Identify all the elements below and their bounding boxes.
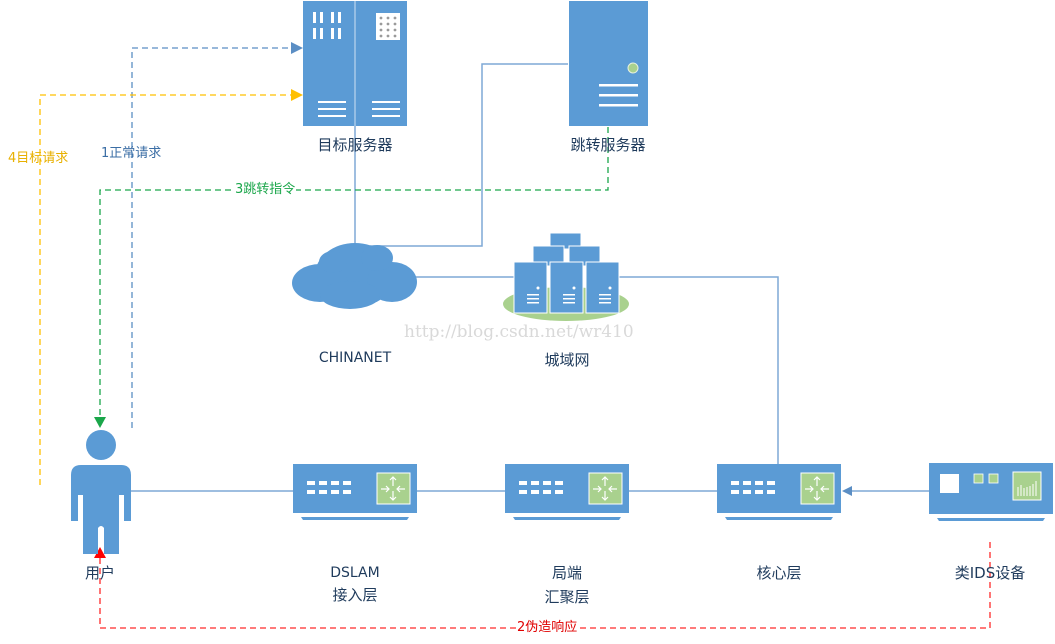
watermark: http://blog.csdn.net/wr410	[404, 322, 634, 342]
link-metro-to-core	[617, 276, 779, 464]
chinanet-label: CHINANET	[318, 350, 392, 366]
core-label: 核心层	[756, 564, 802, 582]
metro-network-label: 城域网	[544, 351, 590, 369]
switch-icon	[505, 464, 629, 520]
network-links	[131, 63, 929, 492]
flow-redirect-command-line	[99, 127, 609, 418]
arrowhead-normal-request	[291, 42, 303, 54]
person-icon	[71, 430, 131, 554]
user-label: 用户	[84, 564, 115, 582]
aggregation-label-line2: 汇聚层	[544, 588, 590, 606]
ids-appliance-icon	[929, 463, 1053, 521]
cloud-icon	[292, 243, 417, 309]
arrowhead-redirect-command	[94, 417, 106, 428]
link-redirect-server-to-cloud	[370, 63, 568, 247]
arrowhead-ids-to-core	[842, 486, 852, 496]
flow-normal-request-label: 1正常请求	[101, 146, 162, 161]
ids-label: 类IDS设备	[954, 564, 1026, 582]
switch-icon	[293, 464, 417, 520]
flow-redirect-command-label: 3跳转指令	[234, 182, 297, 198]
server-cluster-icon	[503, 232, 629, 321]
flow-target-request-line	[39, 94, 293, 485]
arrowhead-target-request	[291, 89, 303, 101]
flow-target-request-label: 4目标请求	[8, 151, 69, 166]
rack-server-icon	[303, 1, 407, 126]
flow-normal-request-line	[131, 47, 293, 428]
flow-forged-response-label: 2伪造响应	[516, 620, 579, 636]
arrowhead-forged-response	[94, 547, 106, 558]
dslam-label-line1: DSLAM	[330, 565, 380, 581]
tower-server-icon	[569, 1, 648, 126]
redirect-server-label: 跳转服务器	[570, 136, 646, 154]
dslam-label-line2: 接入层	[332, 586, 378, 604]
aggregation-label-line1: 局端	[551, 564, 582, 582]
flow-forged-response-line	[99, 542, 991, 629]
switch-icon	[717, 464, 841, 520]
target-server-label: 目标服务器	[317, 136, 393, 154]
